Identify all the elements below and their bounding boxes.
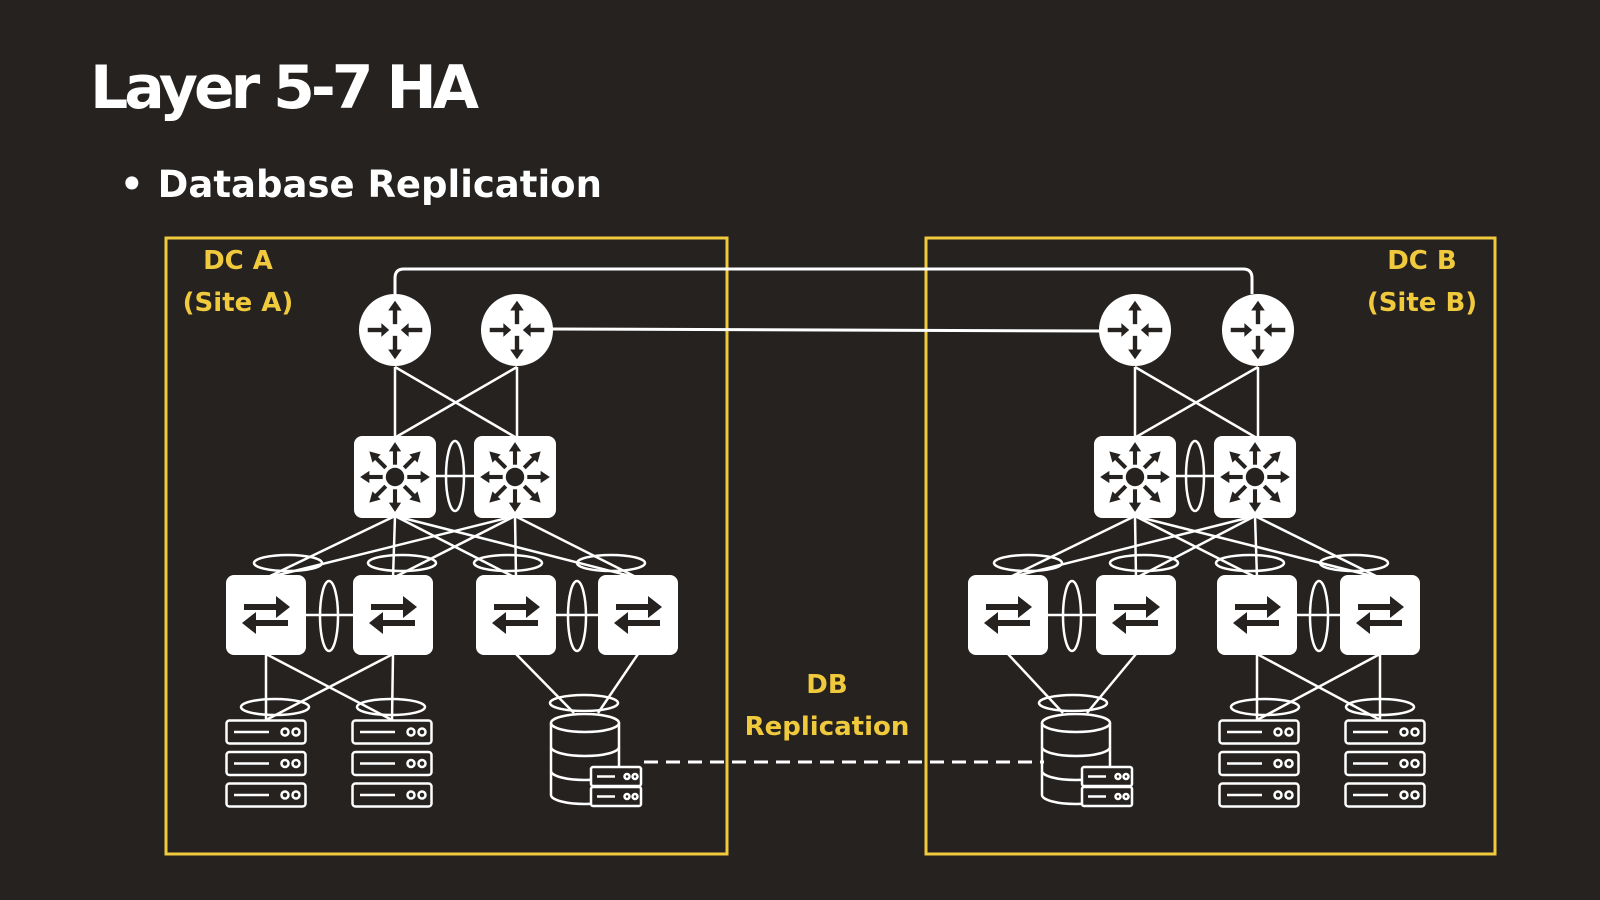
switch-icon — [1096, 575, 1176, 655]
server-rack-icon — [1344, 719, 1426, 808]
site-b-label: DC B (Site B) — [1362, 240, 1482, 324]
db-replication-label: DB Replication — [722, 664, 932, 748]
site-b-box — [924, 236, 1497, 856]
switch-icon — [968, 575, 1048, 655]
switch-icon — [226, 575, 306, 655]
site-b-subtitle: (Site B) — [1366, 288, 1478, 318]
core-switch-icon — [354, 436, 436, 518]
database-icon — [549, 713, 643, 808]
core-switch-icon — [474, 436, 556, 518]
db-replication-line1: DB — [806, 670, 848, 700]
router-icon — [359, 294, 431, 366]
switch-icon — [353, 575, 433, 655]
site-b-name: DC B — [1387, 246, 1457, 276]
site-b-links — [992, 365, 1416, 722]
core-switch-icon — [1214, 436, 1296, 518]
server-rack-icon — [351, 719, 433, 808]
bullet-item: • Database Replication — [120, 160, 602, 210]
server-rack-icon — [225, 719, 307, 808]
core-switch-icon — [1094, 436, 1176, 518]
wan-link-top — [393, 267, 1254, 294]
wan-link-middle — [551, 327, 1101, 333]
site-a-name: DC A — [203, 246, 273, 276]
database-icon — [1040, 713, 1134, 808]
switch-icon — [476, 575, 556, 655]
router-icon — [481, 294, 553, 366]
page-title: Layer 5-7 HA — [90, 53, 479, 123]
switch-icon — [1340, 575, 1420, 655]
switch-icon — [598, 575, 678, 655]
bullet-dot: • — [120, 163, 144, 206]
site-a-subtitle: (Site A) — [182, 288, 294, 318]
bullet-text: Database Replication — [157, 163, 602, 206]
router-icon — [1099, 294, 1171, 366]
site-a-box — [164, 236, 729, 856]
router-icon — [1222, 294, 1294, 366]
site-a-label: DC A (Site A) — [178, 240, 298, 324]
server-rack-icon — [1218, 719, 1300, 808]
site-a-links — [239, 365, 647, 722]
db-replication-line2: Replication — [744, 712, 910, 742]
switch-icon — [1217, 575, 1297, 655]
